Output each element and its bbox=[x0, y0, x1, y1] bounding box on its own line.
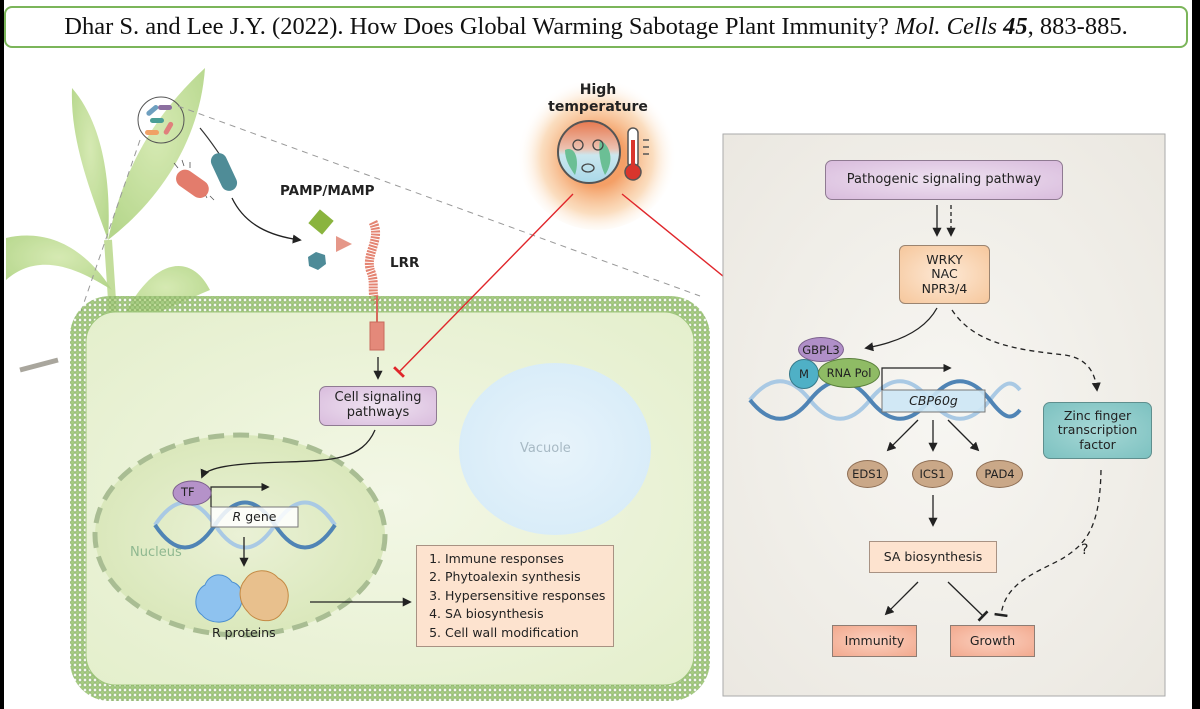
zinc-finger-tf-box: Zinc finger transcription factor bbox=[1043, 402, 1152, 459]
high-temperature-icon bbox=[517, 70, 677, 230]
cell-signaling-pathways-box: Cell signaling pathways bbox=[319, 386, 437, 426]
sa-biosynthesis-box: SA biosynthesis bbox=[869, 541, 997, 573]
zinc-finger-line3: factor bbox=[1079, 436, 1116, 452]
mediator-protein: M bbox=[789, 359, 819, 389]
high-temperature-line1: High bbox=[579, 82, 617, 98]
wrky-nac-npr-box: WRKY NAC NPR3/4 bbox=[899, 245, 990, 304]
response-item: Hypersensitive responses bbox=[445, 587, 605, 606]
citation-authors-title: Dhar S. and Lee J.Y. (2022). How Does Gl… bbox=[64, 13, 889, 40]
rna-pol-protein: RNA Pol bbox=[818, 358, 880, 388]
nucleus bbox=[92, 432, 388, 638]
response-item: Phytoalexin synthesis bbox=[445, 568, 605, 587]
defense-responses-list: Immune responses Phytoalexin synthesis H… bbox=[423, 550, 605, 643]
response-item: SA biosynthesis bbox=[445, 605, 605, 624]
dna-helix-right bbox=[748, 379, 1022, 421]
pamp-mamp-label: PAMP/MAMP bbox=[280, 183, 375, 199]
cell-signaling-line1: Cell signaling bbox=[334, 390, 422, 406]
heat-inhibits-cell-signaling bbox=[393, 193, 574, 378]
vacuole-label: Vacuole bbox=[520, 441, 571, 456]
cbp60g-to-pad4-arrow bbox=[947, 419, 980, 452]
pamp-molecules bbox=[308, 209, 352, 270]
zoom-guide-lines bbox=[77, 105, 701, 321]
citation-header: Dhar S. and Lee J.Y. (2022). How Does Gl… bbox=[4, 6, 1188, 48]
r-proteins bbox=[195, 570, 289, 623]
pathogens bbox=[173, 127, 238, 201]
cbp60g-tss-arrow bbox=[881, 363, 952, 390]
cbp60g-to-eds1-arrow bbox=[886, 419, 919, 452]
high-temperature-line2: temperature bbox=[548, 99, 648, 115]
immunity-box: Immunity bbox=[832, 625, 917, 657]
r-gene-label-rest: gene bbox=[241, 509, 277, 524]
r-proteins-label: R proteins bbox=[212, 625, 276, 640]
response-item: Immune responses bbox=[445, 550, 605, 569]
vacuole bbox=[459, 363, 651, 535]
sa-inhibits-growth bbox=[947, 581, 989, 622]
citation-pages: , 883-885. bbox=[1027, 13, 1128, 40]
zinc-finger-line2: transcription bbox=[1057, 422, 1138, 438]
tf-wrky: WRKY bbox=[926, 251, 963, 267]
tfs-to-zinc-finger-dashed-arrow bbox=[951, 309, 1101, 392]
r-gene-label: R gene bbox=[211, 509, 298, 524]
r-gene-box bbox=[210, 506, 299, 528]
tf-nac: NAC bbox=[931, 266, 958, 282]
cell-signaling-line2: pathways bbox=[346, 405, 410, 420]
zinc-finger-line1: Zinc finger bbox=[1063, 407, 1132, 423]
pad4-protein: PAD4 bbox=[976, 460, 1023, 488]
gbpl3-protein: GBPL3 bbox=[798, 337, 844, 362]
high-temperature-label: High temperature bbox=[548, 82, 648, 116]
nucleus-label: Nucleus bbox=[130, 545, 182, 560]
pathogen-to-pamp-arrow bbox=[231, 197, 302, 244]
growth-box: Growth bbox=[950, 625, 1035, 657]
pathogenic-signaling-pathway-box: Pathogenic signaling pathway bbox=[825, 160, 1063, 200]
signaling-to-tf-arrow bbox=[200, 429, 376, 479]
zinc-finger-inhibits-growth bbox=[994, 469, 1102, 618]
tfs-to-gbpl3-arrow bbox=[864, 307, 938, 352]
tf-protein bbox=[172, 480, 212, 506]
defense-responses-box: Immune responses Phytoalexin synthesis H… bbox=[416, 545, 614, 647]
r-gene-label-italic: R bbox=[232, 509, 242, 524]
cbp60g-label: CBP60g bbox=[909, 393, 958, 408]
receptor-kinase-domain bbox=[369, 321, 385, 351]
tf-npr34: NPR3/4 bbox=[921, 280, 968, 296]
citation-volume: 45 bbox=[1003, 13, 1028, 40]
lrr-label: LRR bbox=[390, 255, 420, 271]
ics1-protein: ICS1 bbox=[912, 460, 953, 488]
citation-journal: Mol. Cells bbox=[894, 13, 998, 40]
r-gene-tss-arrow bbox=[210, 482, 270, 507]
leaf-bacteria-zoom bbox=[137, 96, 185, 144]
tf-label: TF bbox=[181, 485, 195, 499]
cbp60g-gene-box bbox=[881, 389, 986, 413]
eds1-protein: EDS1 bbox=[847, 460, 888, 488]
response-item: Cell wall modification bbox=[445, 624, 605, 643]
unknown-link-mark: ? bbox=[1081, 542, 1089, 558]
sa-to-immunity-arrow bbox=[884, 581, 919, 616]
